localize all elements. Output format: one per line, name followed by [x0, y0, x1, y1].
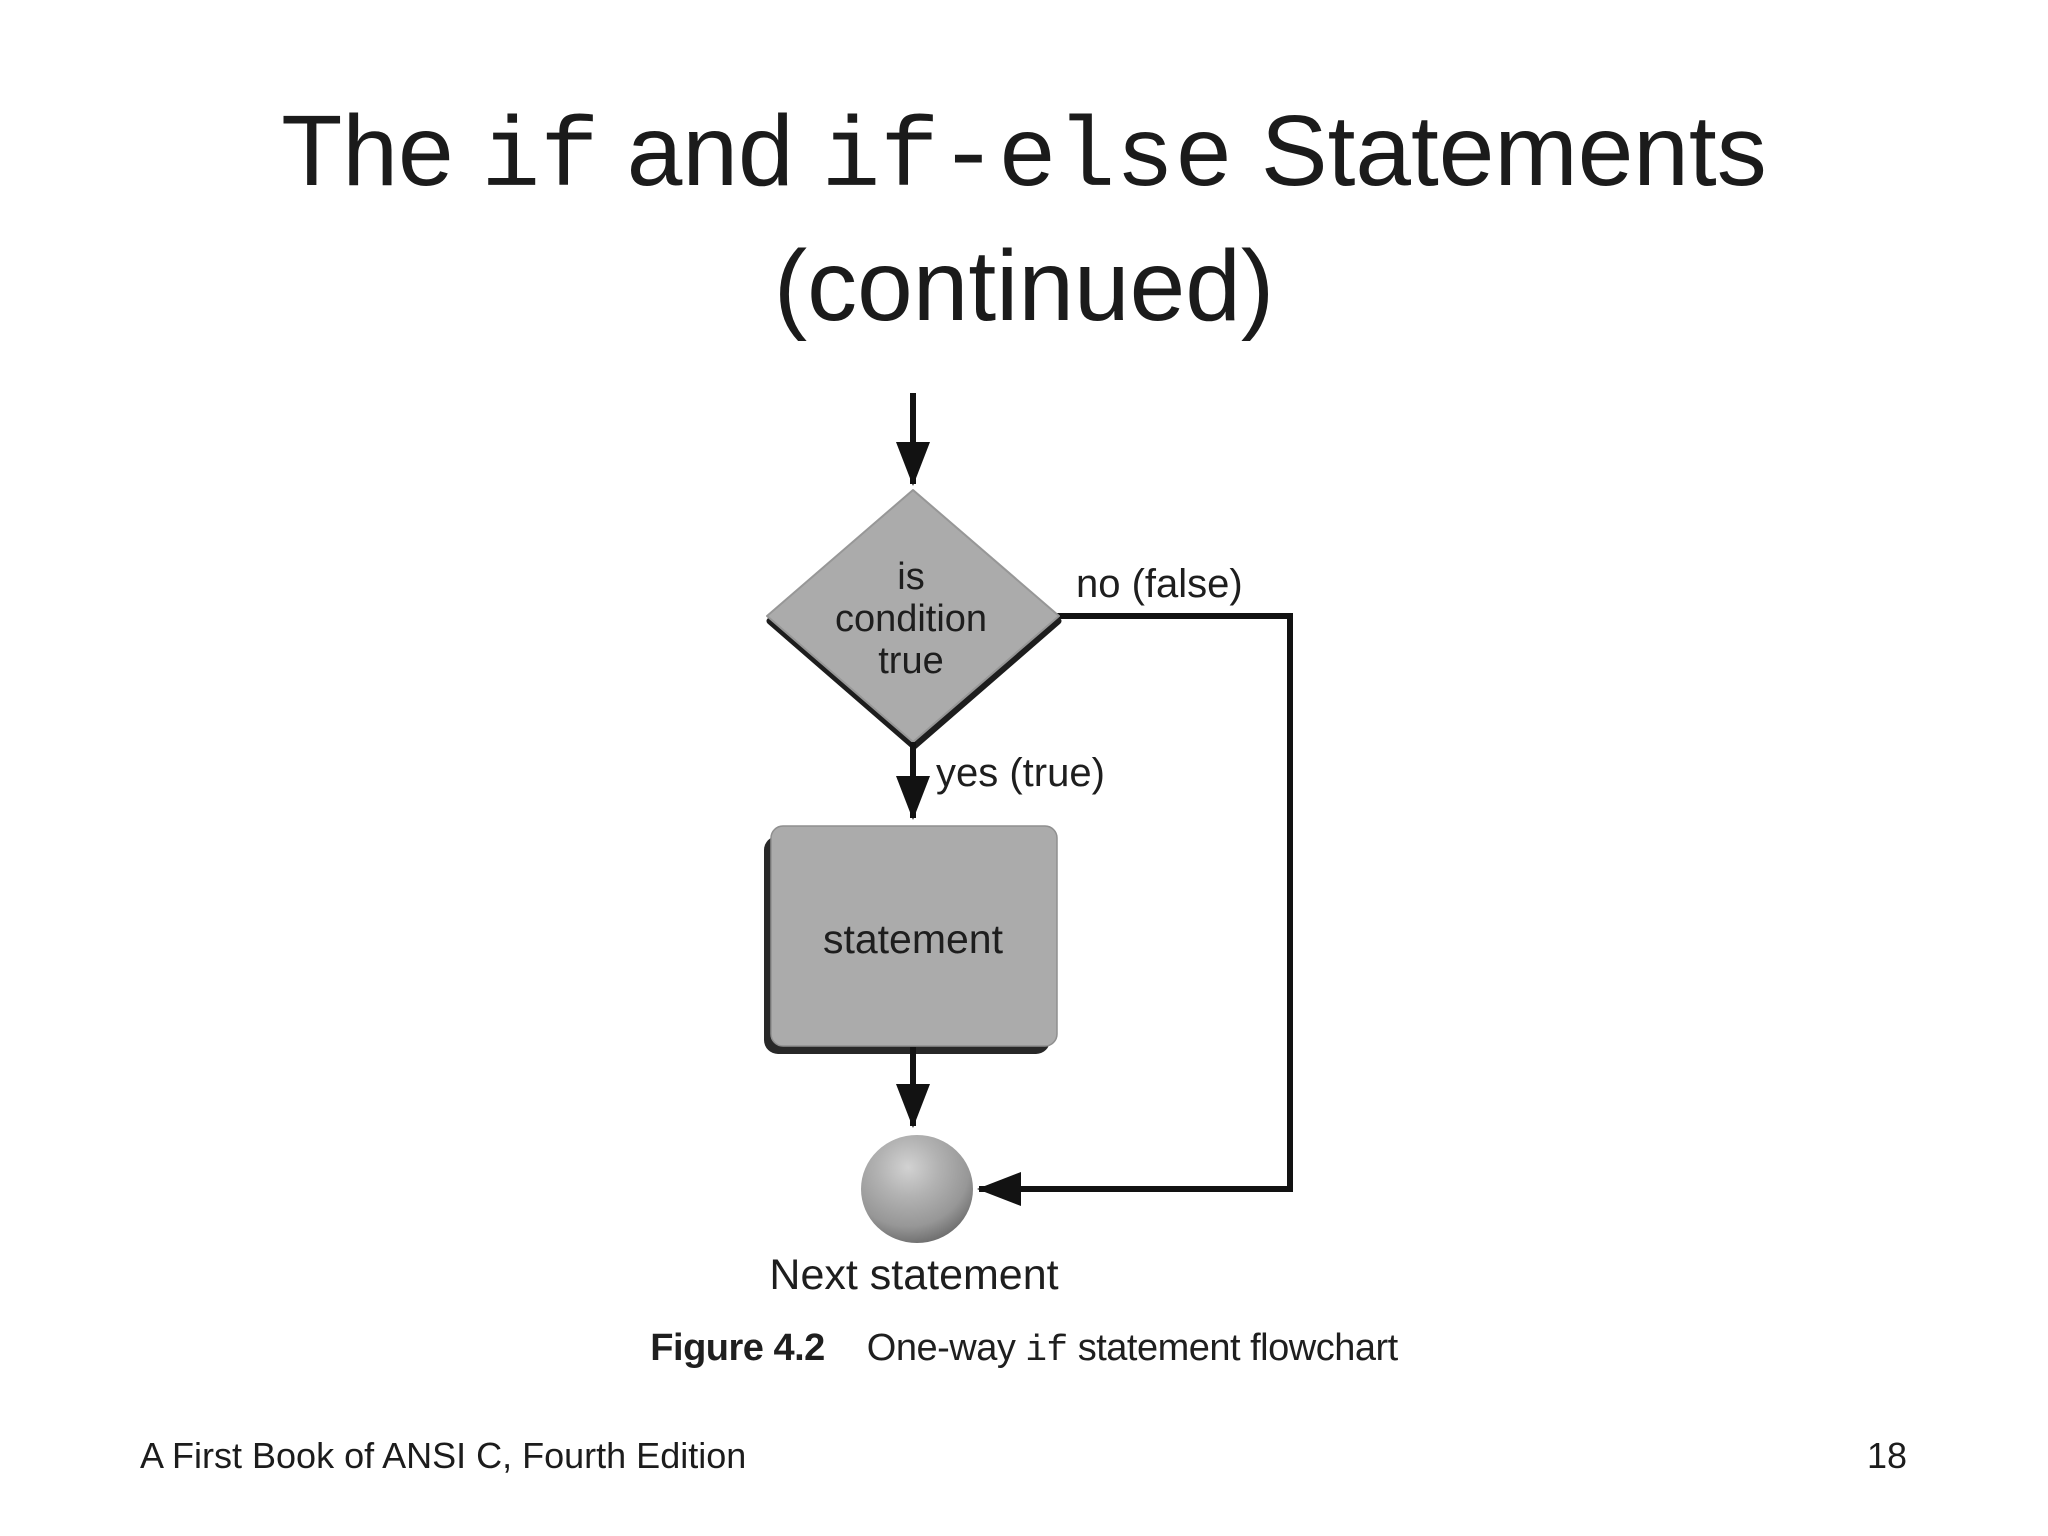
title-line-2: (continued): [773, 230, 1275, 342]
process-label: statement: [823, 916, 1004, 962]
footer-book-title: A First Book of ANSI C, Fourth Edition: [140, 1435, 747, 1476]
decision-label-line1: is: [897, 556, 924, 598]
title-code-if-else: if-else: [821, 104, 1234, 215]
caption-text-post: statement flowchart: [1067, 1327, 1399, 1369]
title-code-if: if: [481, 104, 600, 215]
caption-figure-number: Figure 4.2: [650, 1327, 825, 1369]
title-seg-and: and: [599, 95, 822, 207]
page-title: The if and if-else Statements (continued…: [0, 88, 2048, 349]
title-seg-the: The: [281, 95, 482, 207]
figure-caption: Figure 4.2 One-way if statement flowchart: [0, 1326, 2048, 1373]
caption-code-if: if: [1025, 1330, 1068, 1371]
title-seg-statements: Statements: [1233, 95, 1767, 207]
process-box: [770, 825, 1058, 1047]
terminal-circle: [861, 1135, 973, 1243]
no-branch-line: [977, 613, 1293, 1206]
title-line-1: The if and if-else Statements: [0, 88, 2048, 223]
page-number: 18: [1866, 1435, 1907, 1476]
caption-text-pre: One-way: [866, 1327, 1026, 1369]
decision-label-line2: condition: [835, 598, 987, 640]
yes-branch-label: yes (true): [936, 751, 1105, 795]
terminal-label: Next statement: [769, 1251, 1058, 1299]
no-branch-label: no (false): [1076, 562, 1243, 606]
flowchart-figure: is condition true no (false) yes (true) …: [764, 393, 1293, 1299]
decision-label-line3: true: [878, 640, 943, 682]
